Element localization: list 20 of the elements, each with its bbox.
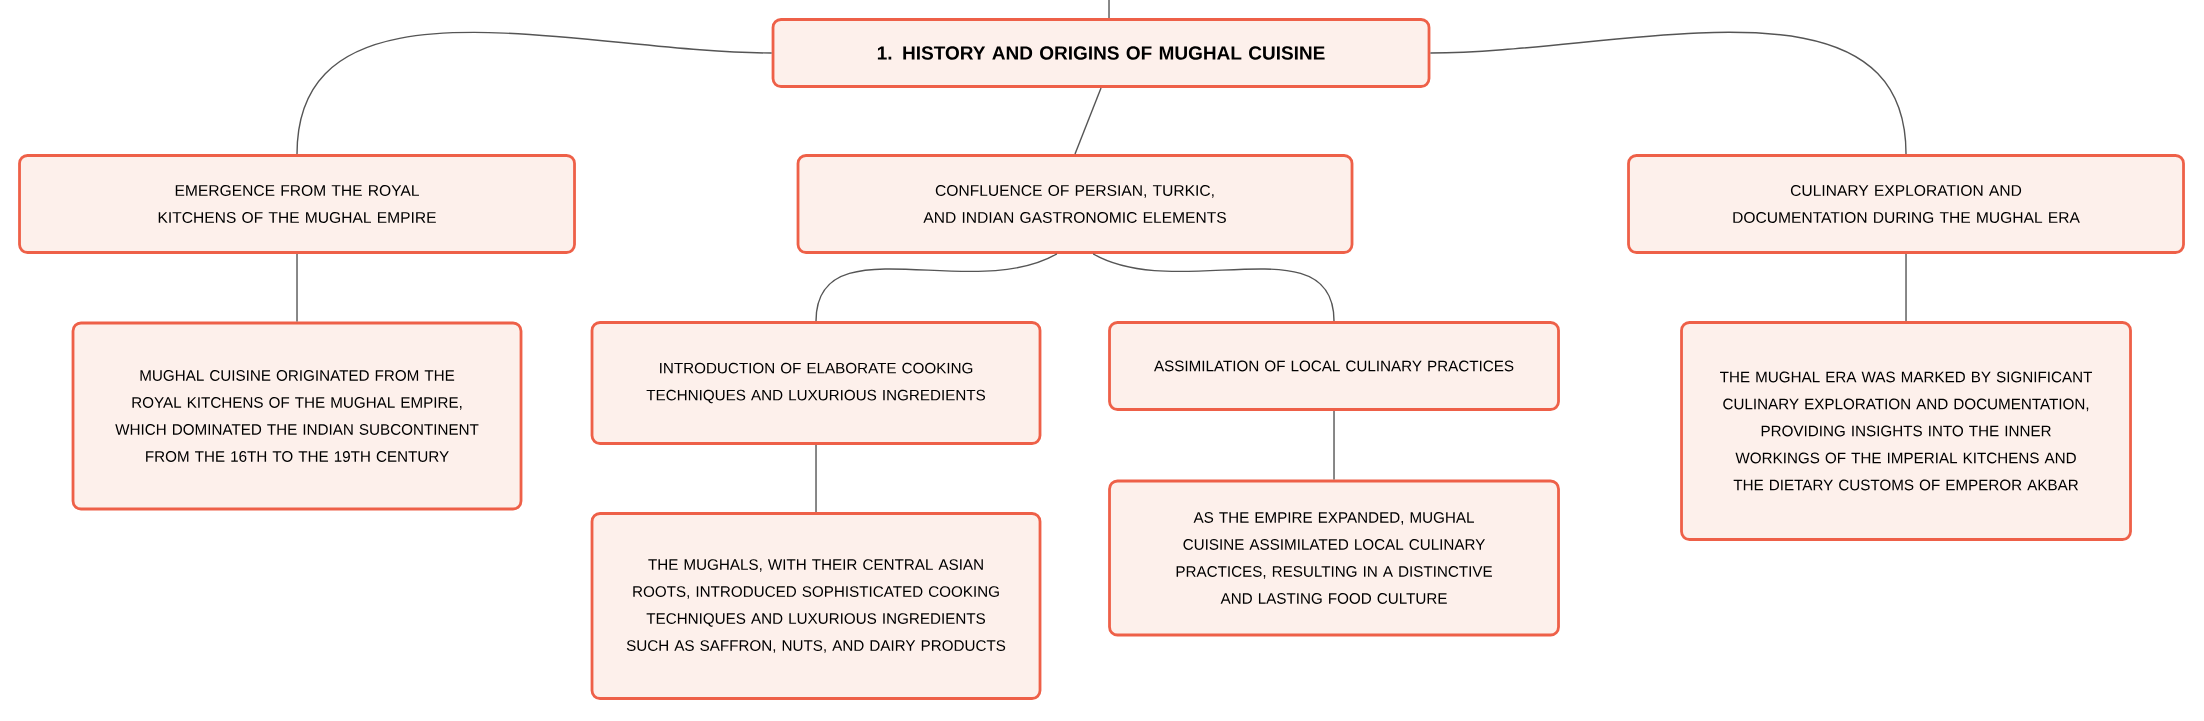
connector-line [1429,31,1907,155]
detail-box: THE MUGHAL ERA WAS MARKED BY SIGNIFICANT CULINARY EXPLORATION AND DOCUMENTATION, PROVIDING INSIGHTS INTO THE INNER WORKINGS OF THE IMPERIAL KITCHENS AND THE DIETARY CUSTOMS OF EMPEROR AKBAR [1680,321,2132,541]
detail-box: MUGHAL CUISINE ORIGINATED FROM THE ROYAL KITCHENS OF THE MUGHAL EMPIRE, WHICH DOMINATED THE INDIAN SUBCONTINENT FROM THE 16TH TO THE 19TH CENTURY [71,321,523,511]
connector-line [1092,253,1335,322]
connector-line [815,253,1058,322]
connector-line [1108,0,1110,19]
detail-box: THE MUGHALS, WITH THEIR CENTRAL ASIAN ROOTS, INTRODUCED SOPHISTICATED COOKING TECHNIQUES AND LUXURIOUS INGREDIENTS SUCH AS SAFFRON, NUTS, AND DAIRY PRODUCTS [590,512,1042,700]
topic-box: 1. HISTORY AND ORIGINS OF MUGHAL CUISINE [771,18,1431,88]
connector-line [1074,87,1102,155]
connector-line [296,253,298,323]
connector-line [296,31,773,155]
connector-line [815,444,817,513]
connector-line [1905,253,1907,322]
subtopic-box: CONFLUENCE OF PERSIAN, TURKIC, AND INDIAN GASTRONOMIC ELEMENTS [796,154,1354,254]
detail-box: ASSIMILATION OF LOCAL CULINARY PRACTICES [1108,321,1560,411]
detail-box: AS THE EMPIRE EXPANDED, MUGHAL CUISINE ASSIMILATED LOCAL CULINARY PRACTICES, RESULTING IN A DISTINCTIVE AND LASTING FOOD CULTURE [1108,479,1560,637]
connector-line [1333,410,1335,481]
detail-box: INTRODUCTION OF ELABORATE COOKING TECHNIQUES AND LUXURIOUS INGREDIENTS [590,321,1042,445]
subtopic-box: CULINARY EXPLORATION AND DOCUMENTATION DURING THE MUGHAL ERA [1627,154,2185,254]
subtopic-box: EMERGENCE FROM THE ROYAL KITCHENS OF THE MUGHAL EMPIRE [18,154,576,254]
